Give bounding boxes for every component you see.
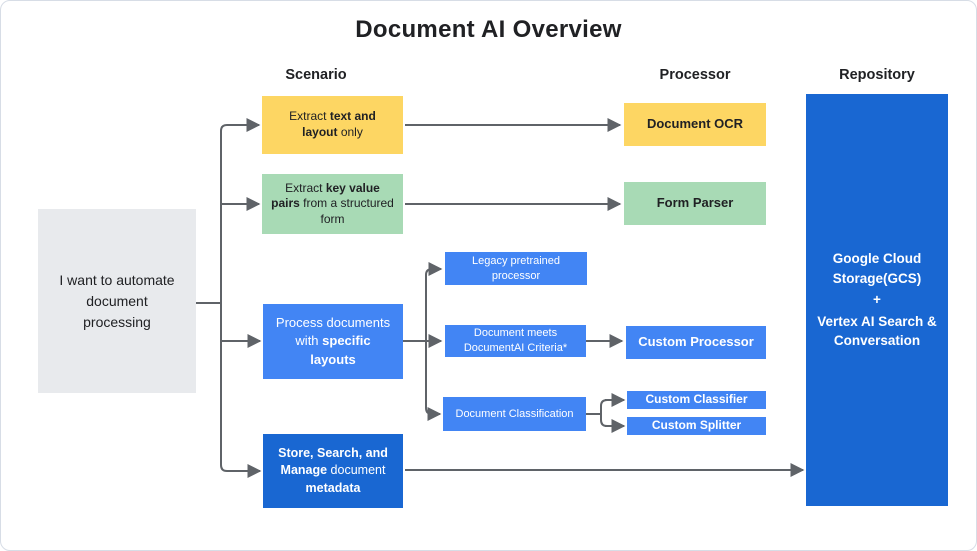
scenario-specific-layouts-label: Process documents with specific layouts [275,315,391,367]
diagram-title: Document AI Overview [355,16,622,43]
custom-processor-label: Custom Processor [638,334,754,350]
scenario-extract-kv-label: Extract key value pairs from a structure… [271,180,394,226]
legacy-pretrained-label: Legacy pretrained processor [471,254,561,282]
node-document-meets-criteria: Document meets DocumentAI Criteria* [445,325,586,357]
scenario-box-store-search-manage: Store, Search, and Manage document metad… [263,434,403,508]
processor-box-custom-processor: Custom Processor [626,326,766,359]
processor-box-custom-splitter: Custom Splitter [627,417,766,435]
scenario-box-specific-layouts: Process documents with specific layouts [263,304,403,379]
processor-box-custom-classifier: Custom Classifier [627,391,766,409]
scenario-box-extract-key-value: Extract key value pairs from a structure… [262,174,403,234]
repository-line-vertex: Vertex AI Search & Conversation [817,313,937,349]
scenario-extract-text-label: Extract text and layout only [289,109,376,139]
scenario-box-extract-text-layout: Extract text and layout only [262,96,403,154]
custom-classifier-label: Custom Classifier [645,392,748,407]
custom-splitter-label: Custom Splitter [651,418,742,433]
start-box-automate-document-processing: I want to automate document processing [38,209,196,393]
scenario-store-search-label: Store, Search, and Manage document metad… [278,445,388,495]
repository-line-gcs: Google Cloud Storage(GCS) [832,251,922,286]
processor-box-form-parser: Form Parser [624,182,766,225]
node-document-classification: Document Classification [443,397,586,431]
form-parser-label: Form Parser [656,195,734,211]
start-box-label: I want to automate document processing [59,271,175,330]
column-header-scenario: Scenario [285,67,347,83]
document-meets-criteria-label: Document meets DocumentAI Criteria* [463,327,568,354]
column-header-processor: Processor [659,67,731,83]
document-classification-label: Document Classification [455,407,574,420]
column-header-repository: Repository [839,67,915,83]
document-ocr-label: Document OCR [646,116,744,132]
repository-plus: + [873,292,881,308]
repository-box-gcs-vertex: Google Cloud Storage(GCS) + Vertex AI Se… [806,94,948,506]
processor-box-document-ocr: Document OCR [624,103,766,146]
node-legacy-pretrained-processor: Legacy pretrained processor [445,252,587,285]
